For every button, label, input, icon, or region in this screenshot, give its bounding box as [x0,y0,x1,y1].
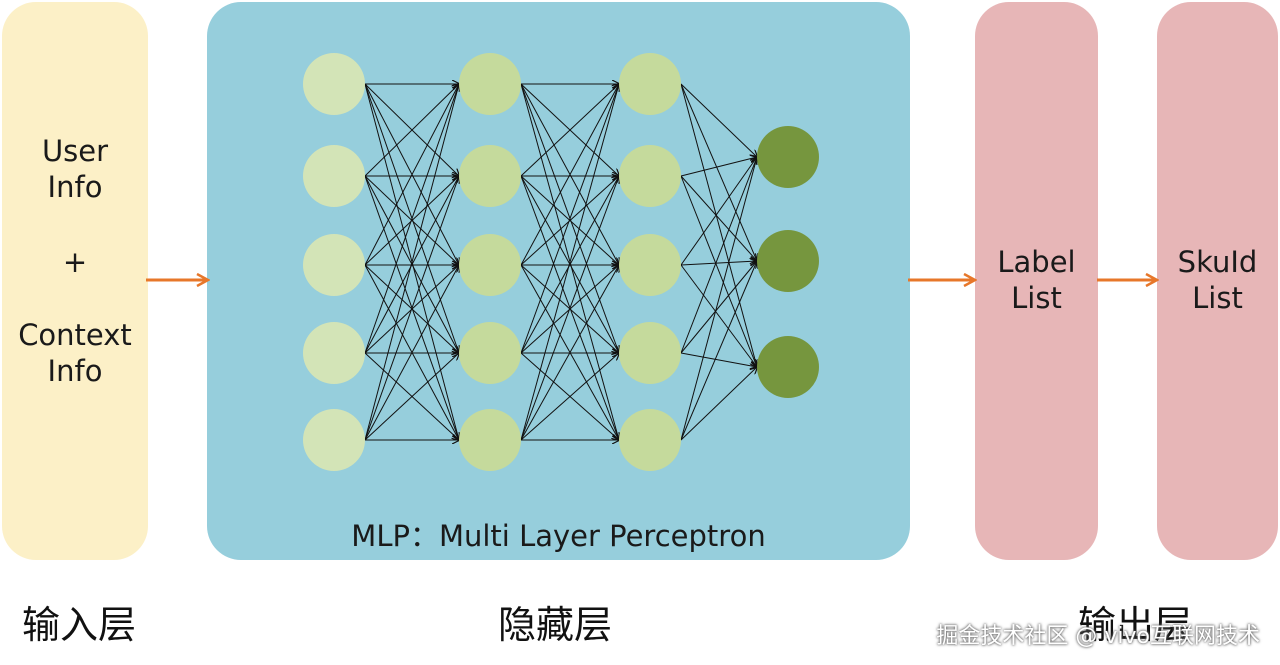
label-list-text: Label List [997,245,1076,315]
context-info-text: Context Info [18,318,132,388]
hidden-layer-label: 隐藏层 [498,603,613,647]
mlp-caption: MLP：Multi Layer Perceptron [351,519,766,553]
input-layer-label: 输入层 [22,603,137,647]
skuid-list-text: SkuId List [1177,245,1258,315]
input-layer-panel: User Info + Context Info [2,2,148,560]
output-layer-label: 输出层 [1078,603,1193,647]
skuid-list-panel: SkuId List [1157,2,1278,560]
mlp-panel: MLP：Multi Layer Perceptron [207,2,910,560]
watermark: 掘金技术社区 @ vivo互联网技术 [936,624,1260,649]
user-info-text: User Info [41,134,109,204]
plus-sign: + [62,245,88,279]
label-list-panel: Label List [975,2,1098,560]
